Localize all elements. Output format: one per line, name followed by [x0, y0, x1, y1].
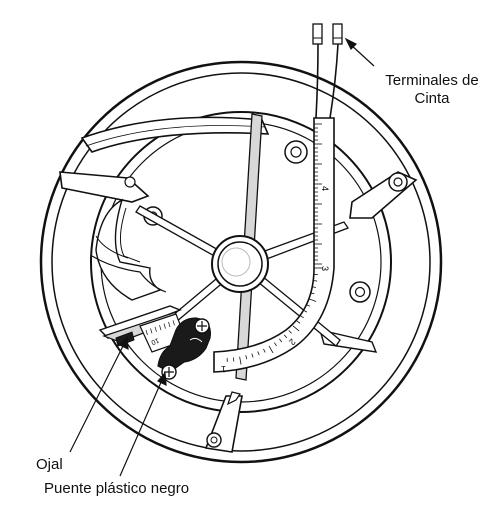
- label-puente-plastico-negro: Puente plástico negro: [44, 480, 190, 497]
- tape-tick: [279, 338, 283, 343]
- rim-bolt-right-lower: [349, 281, 371, 303]
- clip-tick: [145, 329, 148, 336]
- rim-bolt-right: [388, 172, 408, 192]
- terminal-wires: [312, 23, 343, 119]
- tape-tick: [303, 309, 308, 313]
- tape-tick: [313, 280, 318, 282]
- tape-number-4: 4: [320, 186, 330, 191]
- label-ojal: Ojal: [36, 456, 63, 473]
- tape-tick: [306, 304, 311, 307]
- tape-tick: [239, 356, 242, 365]
- rim-bolt-bottom: [206, 432, 222, 448]
- tape-tick: [257, 351, 260, 356]
- tape-tick: [251, 353, 254, 358]
- tape-tick: [311, 286, 317, 288]
- black-plastic-bridge: [157, 317, 211, 380]
- tape-tick: [263, 348, 266, 353]
- label-terminales-line2: Cinta: [414, 90, 450, 107]
- tape-tick: [310, 292, 315, 295]
- tape-number-2: 2: [287, 337, 298, 348]
- clip-tick: [163, 323, 166, 329]
- terminal-connector-left: [312, 23, 323, 45]
- clip-tick: [168, 321, 171, 328]
- tape-tick: [292, 325, 300, 332]
- tape-ticks: [226, 123, 322, 365]
- label-terminales-line1: Terminales de: [385, 72, 479, 89]
- leader-lines: [69, 37, 375, 477]
- clip-tick: [154, 326, 157, 332]
- rim-bolt-top: [284, 140, 308, 164]
- tape-tick: [268, 345, 274, 354]
- tape-tick: [283, 334, 288, 339]
- clip-tick: [172, 320, 175, 326]
- tape-number-1: 1: [221, 364, 227, 374]
- tape-tick: [273, 342, 277, 347]
- support-arm-top: [80, 116, 270, 153]
- label-terminales-de-cinta: Terminales de Cinta: [374, 72, 490, 108]
- terminal-connector-right: [332, 23, 343, 45]
- rim-bolt-upper-left: [124, 176, 136, 188]
- burner-wing-left: [91, 198, 167, 301]
- measuring-tape: 4 3 2 1: [213, 117, 335, 374]
- tape-number-3: 3: [320, 266, 330, 271]
- center-hub: [211, 235, 269, 293]
- clip-tick: [150, 328, 153, 334]
- clip-marking: 10: [150, 336, 160, 345]
- tape-tick: [300, 315, 304, 319]
- tape-tick: [245, 355, 248, 360]
- grommet-holder: 10: [98, 305, 187, 353]
- tape-tick: [296, 320, 301, 324]
- tape-tick: [308, 298, 317, 302]
- clip-tick: [159, 325, 162, 331]
- tape-tick: [288, 330, 292, 334]
- outer-rim-inner-edge: [51, 72, 431, 452]
